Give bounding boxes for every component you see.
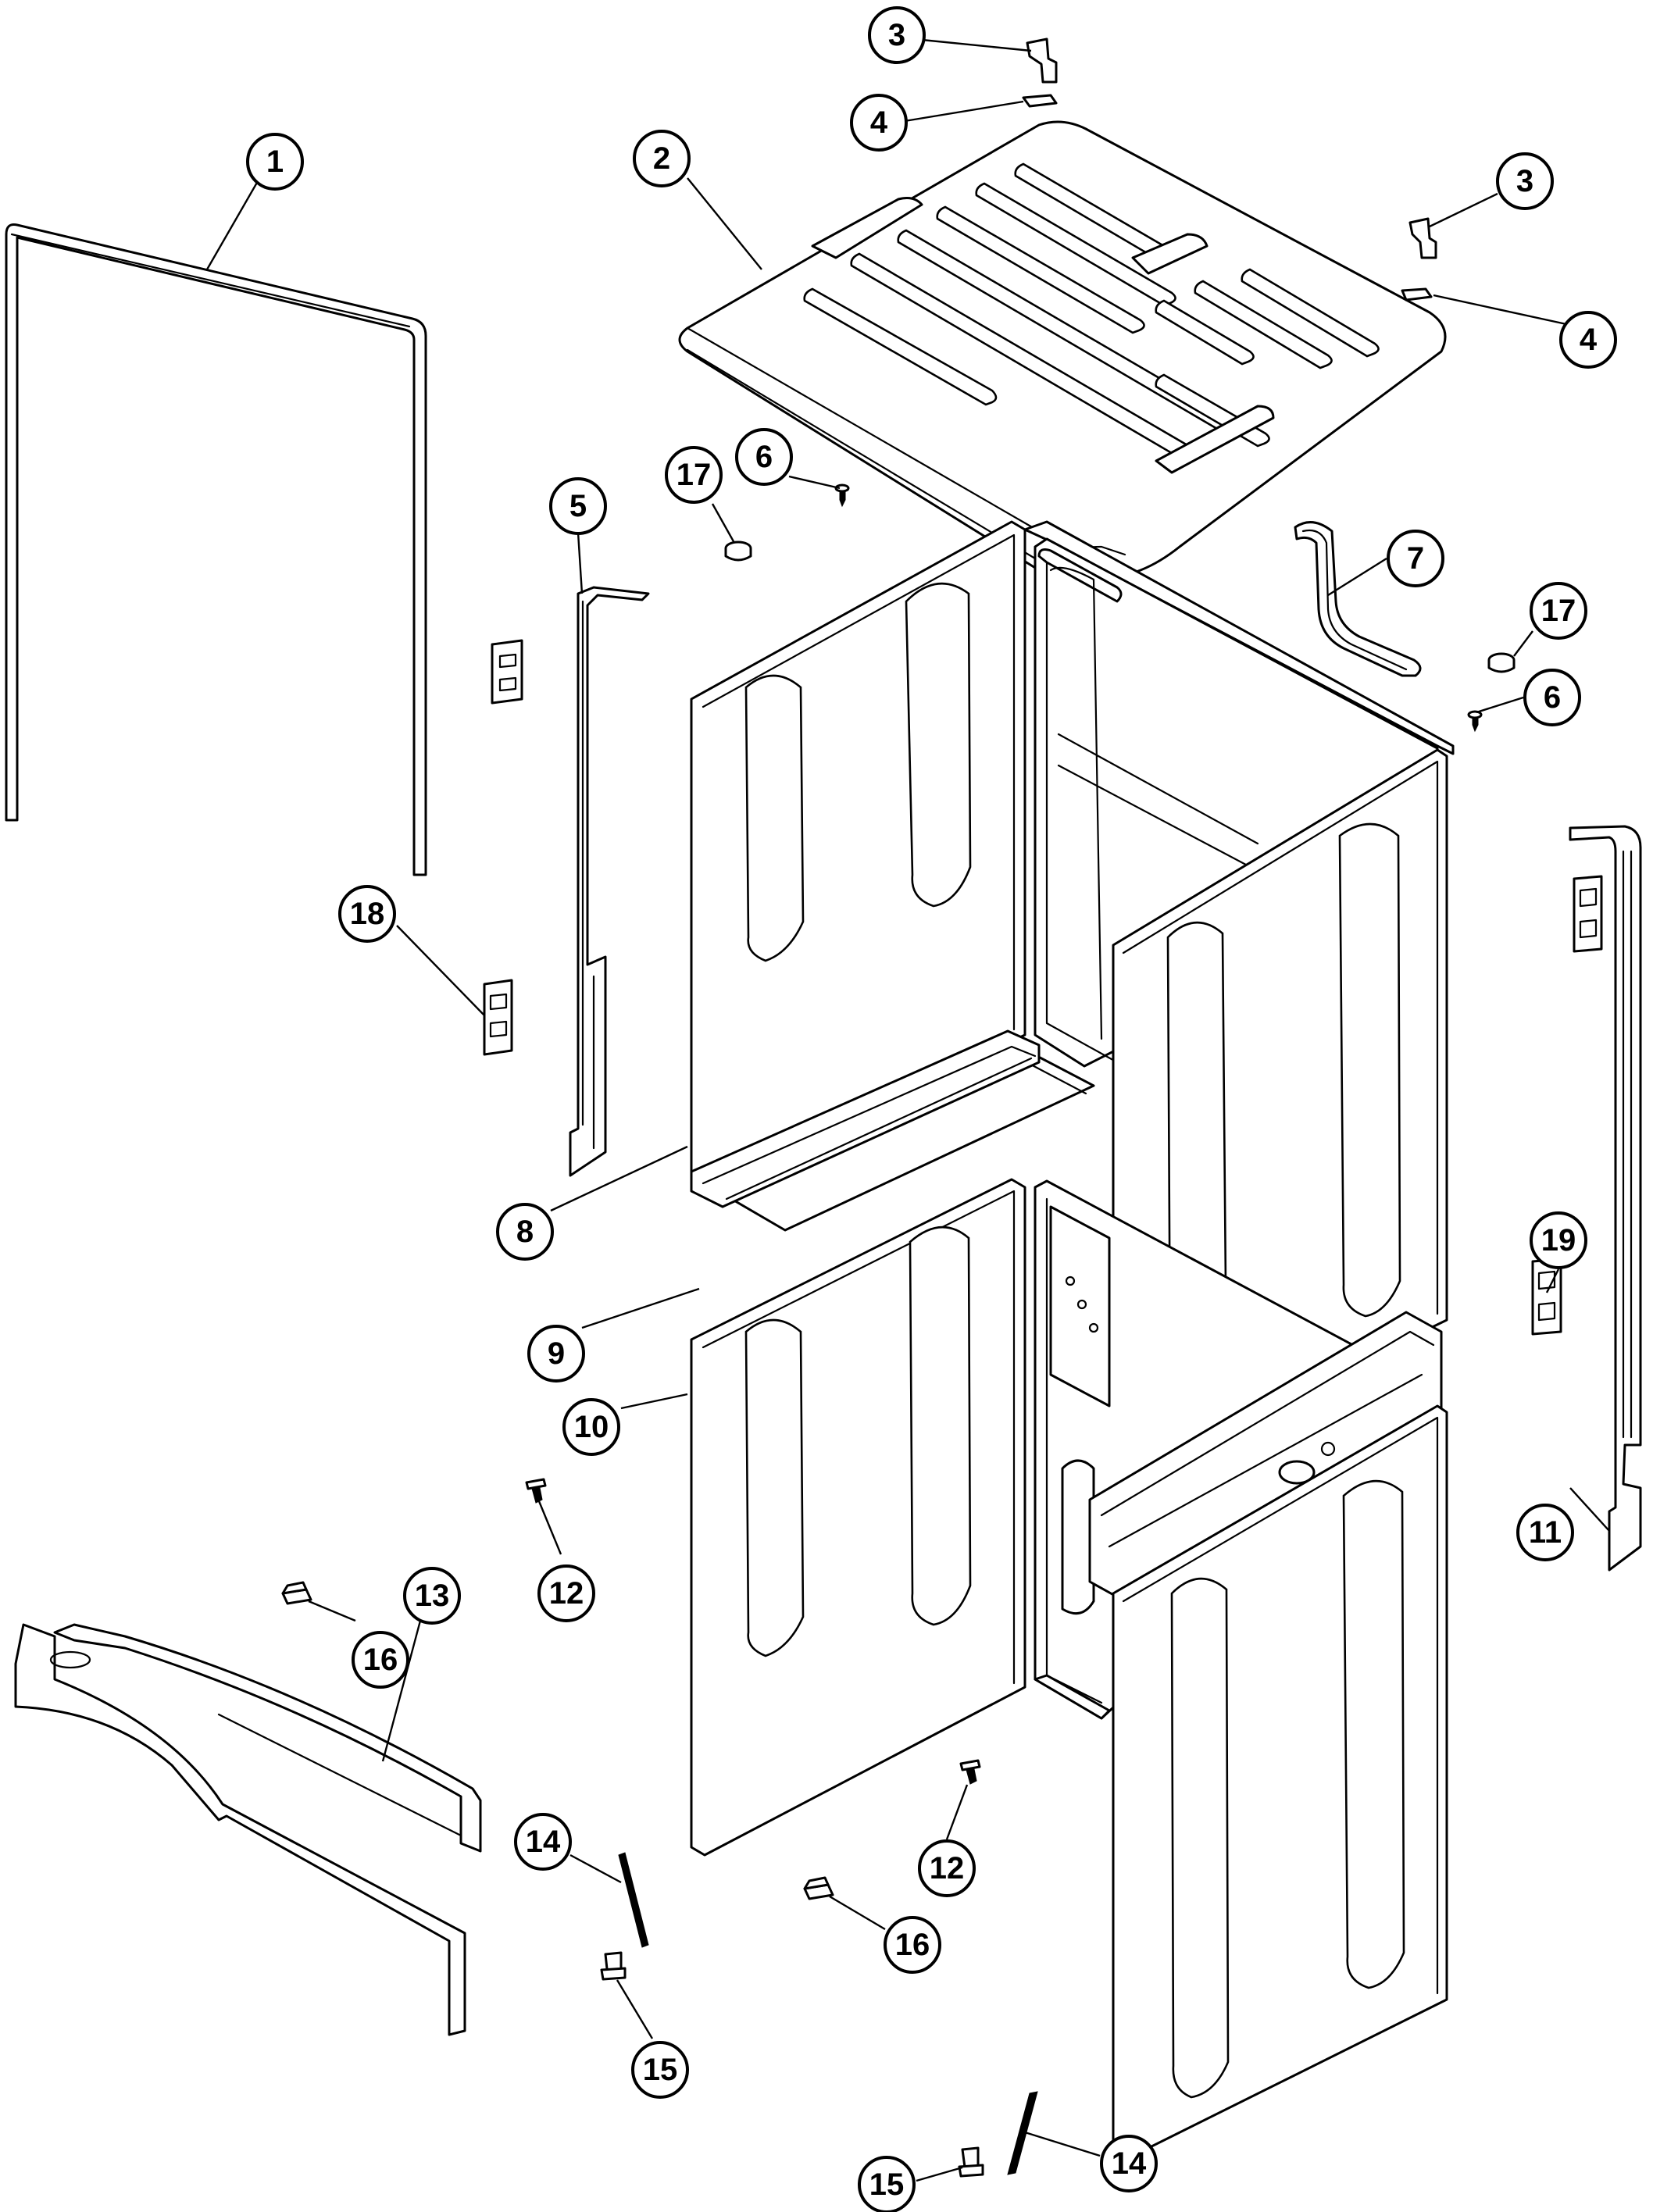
part-5-left-brace <box>569 586 650 1177</box>
part-12-screw-left <box>525 1478 547 1504</box>
svg-text:15: 15 <box>869 2167 905 2202</box>
svg-text:1: 1 <box>266 144 284 179</box>
svg-text:2: 2 <box>653 141 670 176</box>
callout-12a: 12 <box>537 1564 595 1622</box>
callout-3b: 3 <box>1496 152 1554 210</box>
svg-text:6: 6 <box>755 440 773 474</box>
svg-text:14: 14 <box>526 1825 561 1859</box>
part-17-plug-left <box>724 541 752 562</box>
callout-1: 1 <box>246 133 304 191</box>
svg-text:16: 16 <box>895 1928 930 1962</box>
callout-15b: 15 <box>858 2156 916 2212</box>
callout-15a: 15 <box>631 2041 689 2099</box>
svg-text:16: 16 <box>363 1643 398 1677</box>
callout-5: 5 <box>549 477 607 535</box>
callout-17b: 17 <box>1530 582 1587 640</box>
callout-14b: 14 <box>1100 2135 1158 2192</box>
part-9-center-rail <box>690 1029 1041 1208</box>
svg-text:6: 6 <box>1544 680 1561 715</box>
svg-text:17: 17 <box>677 458 712 492</box>
callout-6b: 6 <box>1523 669 1581 726</box>
callout-4b: 4 <box>1559 311 1617 369</box>
callout-19: 19 <box>1530 1211 1587 1269</box>
part-11-right-brace <box>1569 825 1642 1572</box>
callout-14a: 14 <box>514 1813 572 1871</box>
callout-2: 2 <box>633 130 691 187</box>
callout-3a: 3 <box>868 6 926 64</box>
svg-text:5: 5 <box>569 489 587 523</box>
callout-4a: 4 <box>850 94 908 152</box>
svg-text:13: 13 <box>415 1579 450 1613</box>
callout-11: 11 <box>1516 1504 1574 1561</box>
part-6-screw-left <box>834 483 850 508</box>
callout-16a: 16 <box>352 1631 409 1689</box>
callout-13: 13 <box>403 1567 461 1625</box>
svg-text:3: 3 <box>888 18 905 52</box>
svg-text:12: 12 <box>930 1851 965 1886</box>
callout-8: 8 <box>496 1203 554 1261</box>
svg-text:11: 11 <box>1529 1515 1562 1550</box>
svg-text:9: 9 <box>548 1336 565 1371</box>
part-1-trim-frame <box>5 223 427 876</box>
part-15-clip-right <box>958 2146 984 2178</box>
svg-text:4: 4 <box>1580 323 1598 357</box>
leader-lines <box>205 37 1610 2182</box>
part-15-clip-left <box>600 1951 627 1981</box>
part-3-bracket-top <box>1026 37 1058 84</box>
svg-text:7: 7 <box>1407 541 1424 576</box>
svg-text:19: 19 <box>1541 1223 1576 1258</box>
callout-17a: 17 <box>665 446 723 504</box>
callout-10: 10 <box>562 1398 620 1456</box>
svg-text:8: 8 <box>516 1215 534 1249</box>
part-14-strip-right <box>1007 2091 1038 2175</box>
part-13-base-panel <box>14 1623 482 2036</box>
part-2-top-panel <box>678 120 1447 595</box>
part-4-clip-right <box>1401 287 1433 301</box>
svg-text:17: 17 <box>1541 594 1576 628</box>
svg-text:18: 18 <box>350 897 385 931</box>
part-6-screw-right <box>1467 710 1483 733</box>
part-3-bracket-right <box>1408 217 1437 259</box>
callout-16b: 16 <box>884 1916 941 1974</box>
lower-cabinet <box>690 1178 1448 2161</box>
part-4-clip-top <box>1022 94 1058 108</box>
part-18-hinge-left <box>483 639 523 1056</box>
callout-12b: 12 <box>918 1839 976 1897</box>
callout-6a: 6 <box>735 428 793 486</box>
part-17-plug-right <box>1487 652 1516 673</box>
callout-18: 18 <box>338 885 396 943</box>
part-16-clip-left <box>281 1581 312 1605</box>
svg-text:12: 12 <box>549 1576 584 1611</box>
part-16-clip-right <box>803 1876 834 1900</box>
callout-9: 9 <box>527 1325 585 1382</box>
svg-text:15: 15 <box>643 2053 678 2087</box>
svg-text:14: 14 <box>1112 2146 1147 2181</box>
callout-7: 7 <box>1387 530 1444 587</box>
part-7-duct-bracket <box>1294 521 1422 677</box>
svg-text:10: 10 <box>574 1410 609 1444</box>
part-14-strip-left <box>618 1852 649 1948</box>
svg-text:4: 4 <box>870 105 888 140</box>
svg-text:3: 3 <box>1516 164 1533 198</box>
part-12-screw-right <box>959 1759 981 1785</box>
